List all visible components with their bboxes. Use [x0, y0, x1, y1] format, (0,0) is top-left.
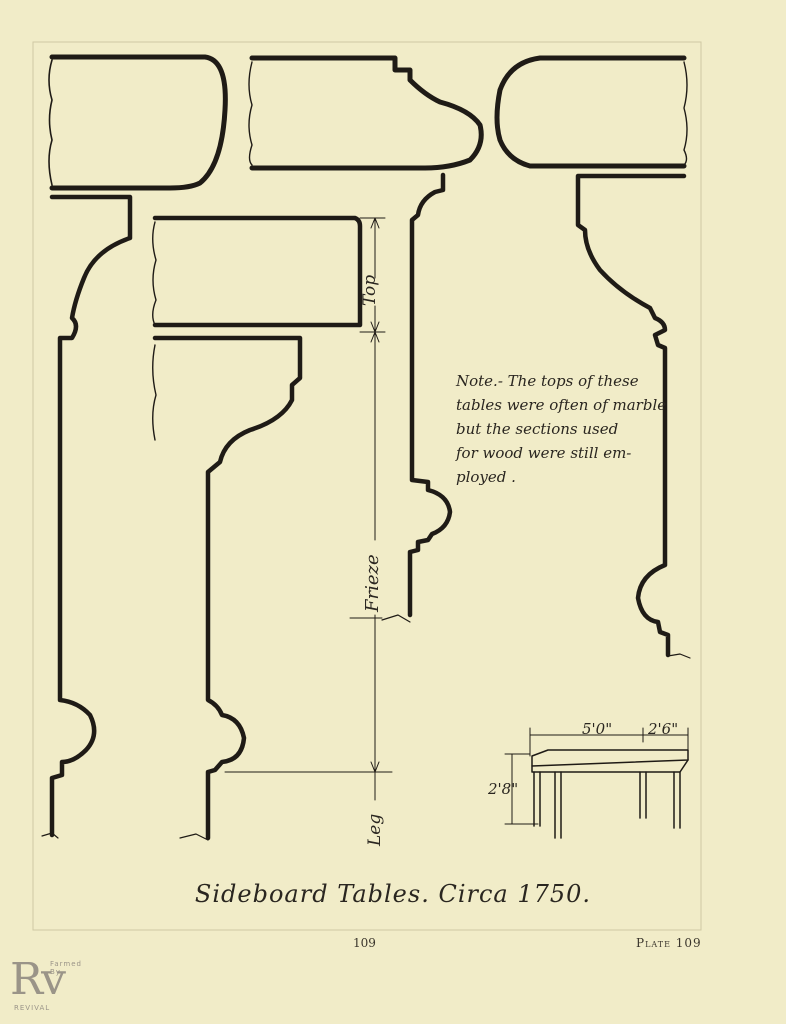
plate-border: [32, 41, 702, 931]
page-number: 109: [353, 936, 376, 950]
note-line-3: but the sections used: [456, 420, 619, 438]
dim-depth: 2'6": [648, 720, 679, 738]
profile-right: [494, 55, 691, 659]
note-line-1: Note.- The tops of these: [456, 372, 639, 390]
profile-middle: [248, 55, 484, 623]
profile-center: [152, 215, 363, 841]
watermark-top-text: Farmed By: [50, 960, 82, 976]
label-top: Top: [360, 274, 380, 306]
table-sketch: [504, 727, 689, 839]
profile-left: [41, 54, 228, 839]
plate-caption: Sideboard Tables. Circa 1750.: [194, 880, 592, 908]
dim-length: 5'0": [582, 720, 613, 738]
dim-height: 2'8": [488, 780, 519, 798]
label-frieze: Frieze: [362, 554, 383, 612]
dimension-line: [224, 217, 393, 801]
revival-watermark: Rv Farmed By REVIVAL: [10, 954, 81, 1013]
note-line-5: ployed .: [456, 468, 516, 486]
plate-label: Plate 109: [636, 936, 702, 950]
watermark-mark: Rv: [10, 954, 66, 1005]
note-line-4: for wood were still em-: [456, 444, 632, 462]
label-leg: Leg: [365, 813, 385, 846]
note-line-2: tables were often of marble: [456, 396, 667, 414]
watermark-bottom-text: REVIVAL: [14, 1004, 51, 1012]
